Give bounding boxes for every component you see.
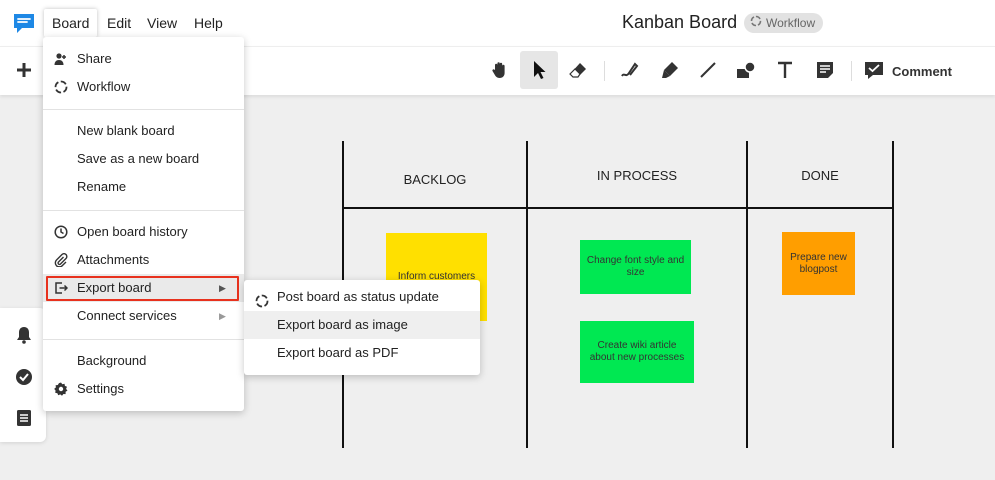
- sticky-note-text: Change font style and size: [586, 255, 685, 278]
- hand-icon[interactable]: [481, 51, 519, 89]
- share-user-icon: [54, 52, 68, 66]
- menu-item-label: New blank board: [77, 123, 175, 138]
- text-icon[interactable]: [766, 51, 804, 89]
- sticky-note[interactable]: Change font style and size: [580, 240, 691, 294]
- export-board-highlight-box: [46, 276, 239, 301]
- check-circle-icon[interactable]: [14, 367, 34, 387]
- menu-separator: [43, 339, 244, 340]
- submenu-item-label: Export board as image: [277, 317, 408, 332]
- menu-view[interactable]: View: [147, 15, 178, 31]
- column-title-done[interactable]: DONE: [801, 168, 839, 183]
- clock-icon: [54, 225, 68, 239]
- menu-separator: [43, 109, 244, 110]
- menu-item-label: Export board: [77, 280, 152, 295]
- menu-item-label: Save as a new board: [77, 151, 200, 166]
- comment-label: Comment: [892, 63, 952, 79]
- menu-item-open-board-history[interactable]: Open board history: [43, 218, 244, 246]
- menu-item-label: Connect services: [77, 308, 177, 323]
- menu-item-settings[interactable]: Settings: [43, 375, 244, 403]
- submenu-item-label: Export board as PDF: [277, 345, 399, 360]
- menu-item-attachments[interactable]: Attachments: [43, 246, 244, 274]
- header-divider: [342, 207, 892, 209]
- workflow-badge[interactable]: Workflow: [744, 13, 824, 33]
- menu-item-rename[interactable]: Rename: [43, 173, 244, 201]
- column-divider: [892, 141, 894, 448]
- menu-item-export-board[interactable]: Export board ▶: [43, 274, 244, 302]
- app-logo-icon[interactable]: [12, 11, 36, 35]
- submenu-item-post-status-update[interactable]: Post board as status update: [244, 283, 480, 311]
- column-divider: [746, 141, 748, 448]
- sticky-note[interactable]: Prepare new blogpost: [782, 232, 855, 295]
- menu-item-label: Share: [77, 51, 112, 66]
- board-menu-dropdown: Share Workflow New blank board Save as a…: [43, 37, 244, 411]
- submenu-arrow-icon: ▶: [219, 311, 226, 321]
- sticky-note[interactable]: Create wiki article about new processes: [580, 321, 694, 383]
- highlighter-icon[interactable]: [651, 51, 689, 89]
- left-sidebar: [0, 308, 46, 442]
- board-title[interactable]: Kanban Board: [622, 12, 738, 32]
- sticky-note-text: Inform customers: [397, 271, 476, 282]
- comment-icon: [864, 60, 884, 83]
- menu-item-label: Open board history: [77, 224, 188, 239]
- menu-item-save-as-new-board[interactable]: Save as a new board: [43, 145, 244, 173]
- shapes-icon[interactable]: [727, 51, 765, 89]
- menu-edit[interactable]: Edit: [107, 15, 132, 31]
- column-divider: [526, 141, 528, 448]
- sticky-note-icon[interactable]: [806, 51, 844, 89]
- list-icon[interactable]: [14, 408, 34, 428]
- menu-item-background[interactable]: Background: [43, 347, 244, 375]
- menu-board[interactable]: Board: [44, 9, 98, 37]
- toolbar-divider: [851, 61, 852, 81]
- bell-icon[interactable]: [14, 325, 34, 345]
- export-icon: [54, 281, 68, 295]
- line-icon[interactable]: [689, 51, 727, 89]
- column-title-backlog[interactable]: BACKLOG: [403, 172, 467, 187]
- sticky-note-text: Prepare new blogpost: [790, 251, 847, 275]
- export-submenu: Post board as status update Export board…: [244, 280, 480, 375]
- menu-item-label: Background: [77, 353, 147, 368]
- submenu-item-label: Post board as status update: [277, 289, 439, 304]
- workflow-icon: [255, 290, 269, 308]
- menu-item-share[interactable]: Share: [43, 45, 244, 73]
- pen-icon[interactable]: [611, 51, 649, 89]
- menu-item-label: Workflow: [77, 79, 131, 94]
- submenu-item-export-pdf[interactable]: Export board as PDF: [244, 339, 480, 367]
- menu-item-label: Rename: [77, 179, 127, 194]
- submenu-item-export-image[interactable]: Export board as image: [244, 311, 480, 339]
- menu-item-label: Attachments: [77, 252, 150, 267]
- workflow-icon: [750, 13, 762, 33]
- menu-item-new-blank-board[interactable]: New blank board: [43, 117, 244, 145]
- menu-item-label: Settings: [77, 381, 124, 396]
- paperclip-icon: [54, 253, 68, 267]
- sticky-note-text: Create wiki article about new processes: [589, 340, 685, 363]
- eraser-icon[interactable]: [559, 51, 597, 89]
- column-title-in-process[interactable]: IN PROCESS: [596, 168, 678, 183]
- comment-button[interactable]: Comment: [864, 59, 952, 83]
- menu-item-connect-services[interactable]: Connect services ▶: [43, 302, 244, 330]
- workflow-icon: [54, 80, 68, 94]
- menu-separator: [43, 210, 244, 211]
- plus-icon[interactable]: [5, 51, 43, 89]
- toolbar-divider: [604, 61, 605, 81]
- workflow-badge-label: Workflow: [766, 16, 816, 30]
- gear-icon: [54, 382, 68, 396]
- menu-item-workflow[interactable]: Workflow: [43, 73, 244, 101]
- pointer-icon[interactable]: [520, 51, 558, 89]
- submenu-arrow-icon: ▶: [219, 283, 226, 293]
- menu-help[interactable]: Help: [194, 15, 223, 31]
